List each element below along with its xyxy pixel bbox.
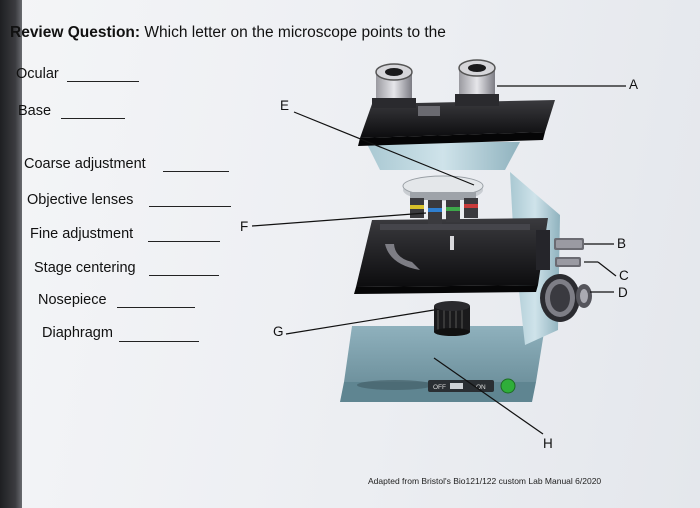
nosepiece: [402, 175, 484, 201]
microscope-body: [366, 142, 520, 170]
power-light-icon: [500, 378, 516, 394]
leader-c-b: [597, 261, 617, 277]
part-diaphragm: Diaphragm: [42, 325, 113, 341]
source-credit: Adapted from Bristol's Bio121/122 custom…: [368, 476, 602, 486]
label-b: B: [617, 236, 627, 251]
switch-off-label: OFF: [433, 384, 446, 391]
answer-blank-diaphragm: [119, 341, 199, 342]
answer-blank-objective-lenses: [149, 206, 231, 207]
leader-h: [433, 357, 544, 435]
part-fine-adjustment: Fine adjustment: [30, 226, 134, 242]
part-coarse-adjustment: Coarse adjustment: [24, 156, 146, 172]
part-stage-centering: Stage centering: [34, 260, 136, 276]
part-nosepiece: Nosepiece: [38, 292, 107, 308]
label-c: C: [619, 268, 629, 283]
screen-bezel: [0, 0, 22, 508]
answer-blank-coarse-adjustment: [163, 171, 229, 172]
label-h: H: [543, 436, 553, 451]
label-a: A: [629, 77, 639, 92]
question-text: Which letter on the microscope points to…: [144, 24, 446, 41]
stage-clip: [385, 244, 420, 270]
label-d: D: [618, 285, 628, 300]
switch-on-label: ON: [476, 384, 486, 391]
ocular-right: [455, 59, 499, 106]
review-question-heading: Review Question: Which letter on the mic…: [10, 24, 446, 42]
answer-blank-nosepiece: [117, 307, 195, 308]
leader-e: [293, 111, 475, 186]
answer-blank-base: [61, 118, 125, 119]
leader-f: [251, 212, 427, 227]
microscope-head: [358, 100, 555, 146]
microscope-stage: [354, 218, 550, 294]
question-prefix: Review Question:: [10, 24, 141, 41]
answer-blank-stage-centering: [149, 275, 219, 276]
label-f: F: [240, 219, 249, 234]
leader-g: [285, 309, 435, 335]
answer-blank-fine-adjustment: [148, 241, 220, 242]
part-base: Base: [18, 103, 52, 119]
diaphragm: [434, 301, 470, 336]
part-objective-lenses: Objective lenses: [27, 192, 134, 208]
part-ocular: Ocular: [16, 66, 59, 82]
label-g: G: [273, 324, 284, 339]
ocular-left: [372, 63, 416, 108]
leader-lines: [251, 85, 626, 435]
focus-knobs: [540, 274, 592, 322]
label-e: E: [280, 98, 290, 113]
stage-centering-knobs: [554, 238, 584, 267]
answer-blank-ocular: [67, 81, 139, 82]
objective-lenses: [410, 198, 478, 224]
